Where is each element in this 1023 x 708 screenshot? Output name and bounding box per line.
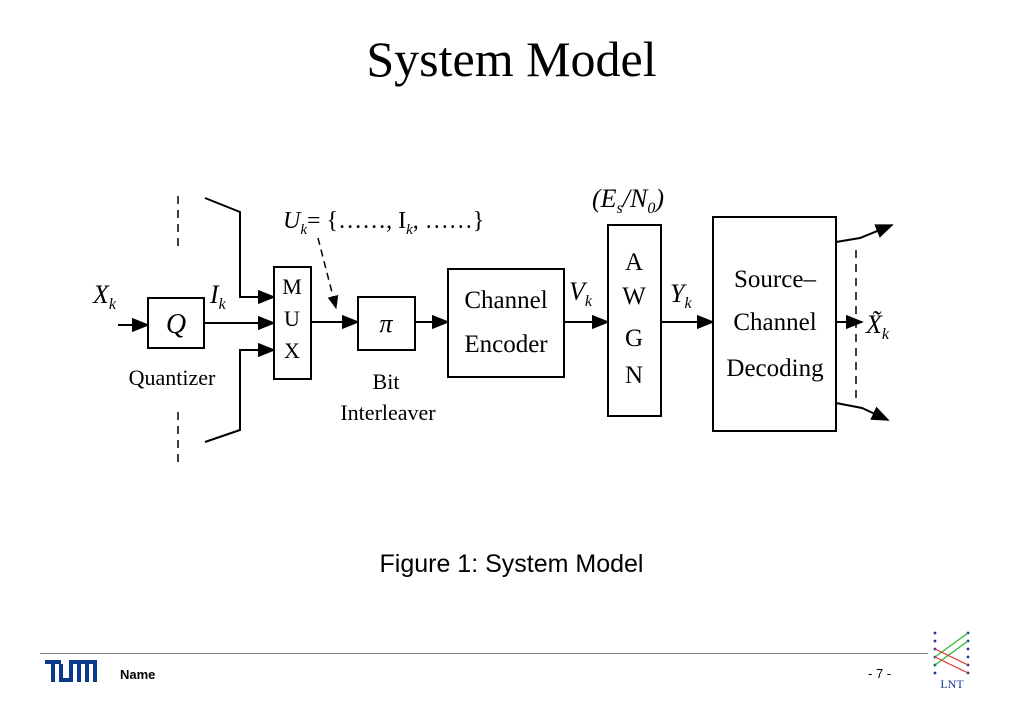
mux-input-bottom [204,342,276,443]
awgn-letter-a: A [625,249,643,276]
page-number: - 7 - [868,666,892,681]
mux-letter-u: U [284,306,300,331]
decoder-label-line3: Decoding [726,355,824,382]
decoder-label-line1: Source– [734,266,816,293]
slide-title: System Model [366,31,657,87]
encoder-label-line1: Channel [464,287,547,314]
awgn-block [607,224,662,417]
input-label: Xk [92,280,117,313]
mux-input-top [204,197,276,305]
quantizer-symbol: Q [166,309,186,340]
awgn-letter-w: W [622,283,646,310]
mux-letter-m: M [282,274,302,299]
tum-logo [45,660,97,682]
awgn-letter-n: N [625,362,643,389]
quantizer-label: Quantizer [129,365,216,390]
decoder-label-line2: Channel [733,309,816,336]
awgn-letter-g: G [625,325,643,352]
decoder-block [712,216,837,432]
received-label: Yk [670,279,692,312]
snr-label: (Es/N0) [592,184,664,217]
set-definition: Uk= {……, Ik, ……} [283,208,484,238]
interleaver-symbol: π [379,309,393,338]
footer-divider [40,653,928,654]
interleaver-label-line1: Bit [373,369,400,394]
channel-encoder-block [447,268,565,378]
encoder-label-line2: Encoder [464,331,548,358]
interleaver-block [357,296,416,351]
mux-block [273,266,312,380]
set-pointer-dashed [317,237,339,310]
decoder-output-top [835,224,894,243]
decoder-output-bottom [835,402,890,421]
figure-caption: Figure 1: System Model [379,550,644,578]
codeword-label: Vk [569,277,593,310]
interleaver-label-line2: Interleaver [340,400,436,425]
mux-letter-x: X [284,338,300,363]
lnt-logo: LNT [933,631,970,691]
output-label: X̃k [865,310,890,343]
index-label: Ik [209,280,227,313]
footer-name: Name [120,667,156,682]
lnt-logo-text: LNT [940,677,964,691]
quantizer-block [147,297,205,349]
